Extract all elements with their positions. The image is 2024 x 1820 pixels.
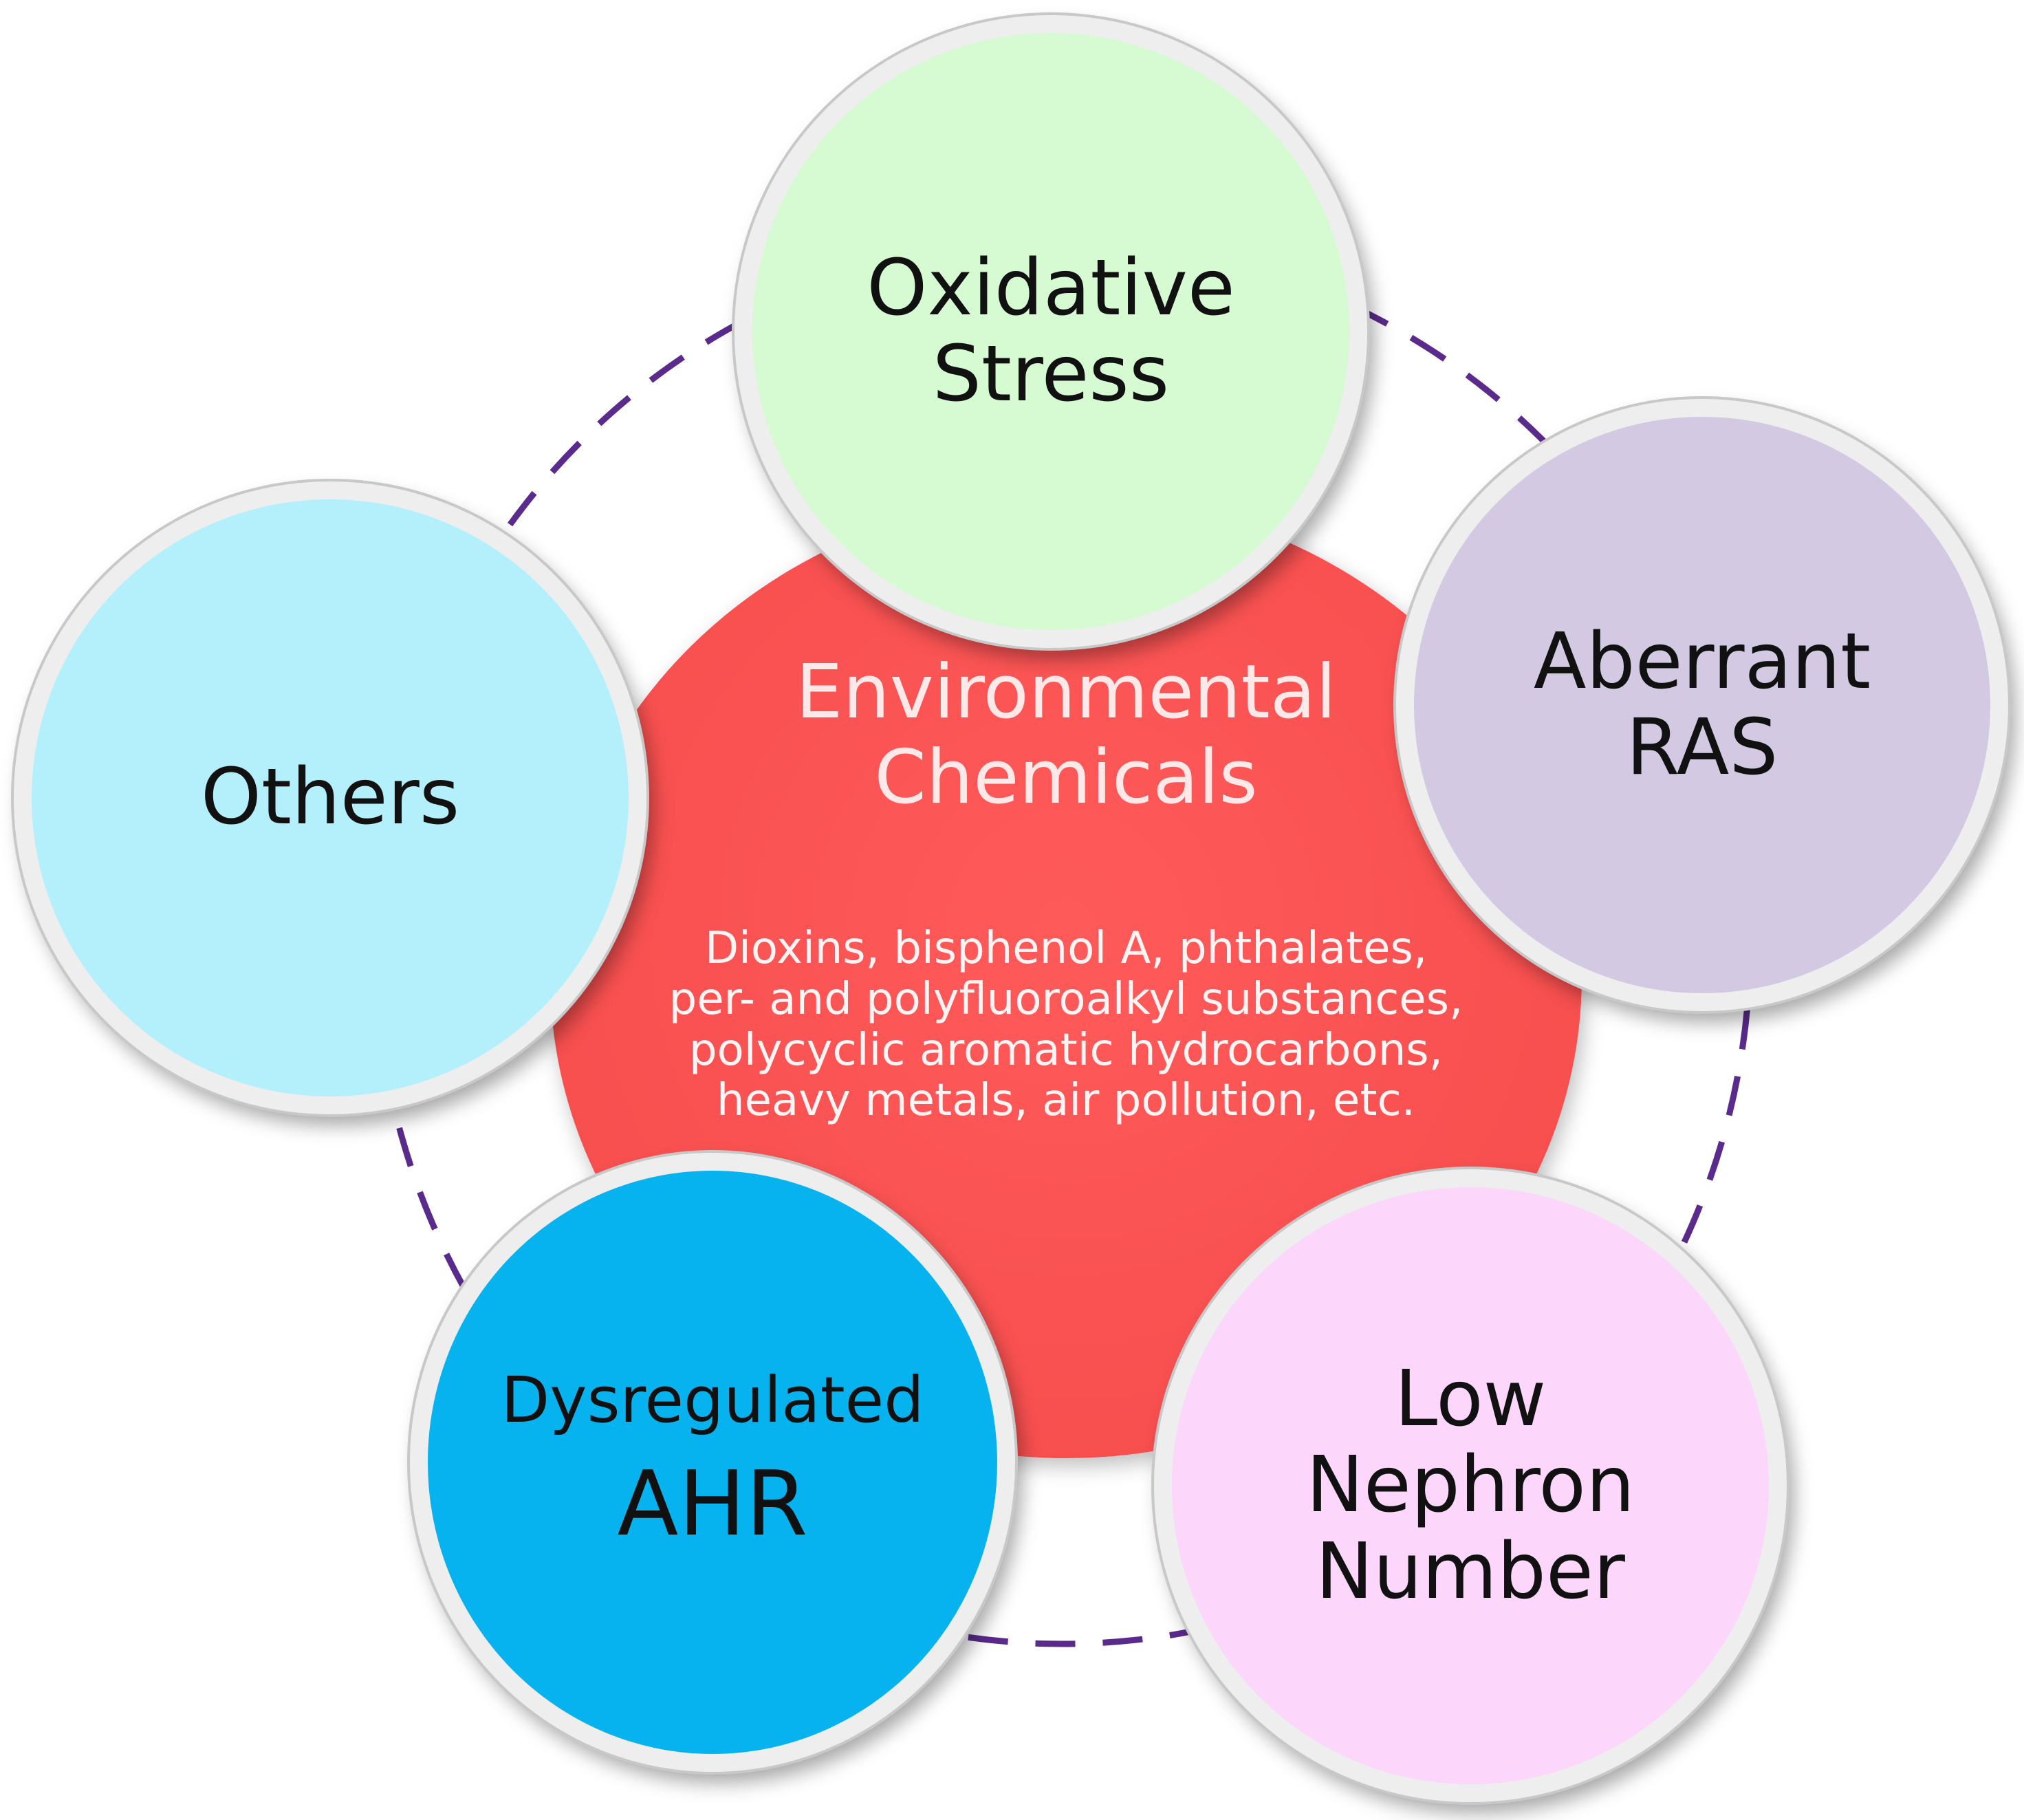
- others-label: Others: [200, 752, 460, 843]
- others-circle: Others: [14, 481, 646, 1114]
- ahr-label: AHR: [617, 1451, 808, 1556]
- aberrant-ras-label: Aberrant RAS: [1533, 616, 1871, 792]
- low-nephron-number-circle: Low Nephron Number: [1154, 1169, 1787, 1802]
- oxidative-stress-label: Oxidative Stress: [867, 243, 1235, 419]
- oxidative-stress-circle: Oxidative Stress: [734, 15, 1367, 648]
- low-nephron-number-label: Low Nephron Number: [1306, 1354, 1635, 1616]
- environmental-chemicals-title: Environmental Chemicals: [796, 649, 1336, 821]
- chemicals-examples-text: Dioxins, bisphenol A, phthalates, per- a…: [668, 923, 1463, 1127]
- aberrant-ras-circle: Aberrant RAS: [1396, 399, 2008, 1011]
- dysregulated-label: Dysregulated: [501, 1363, 924, 1438]
- dysregulated-ahr-circle: Dysregulated AHR: [410, 1153, 1015, 1772]
